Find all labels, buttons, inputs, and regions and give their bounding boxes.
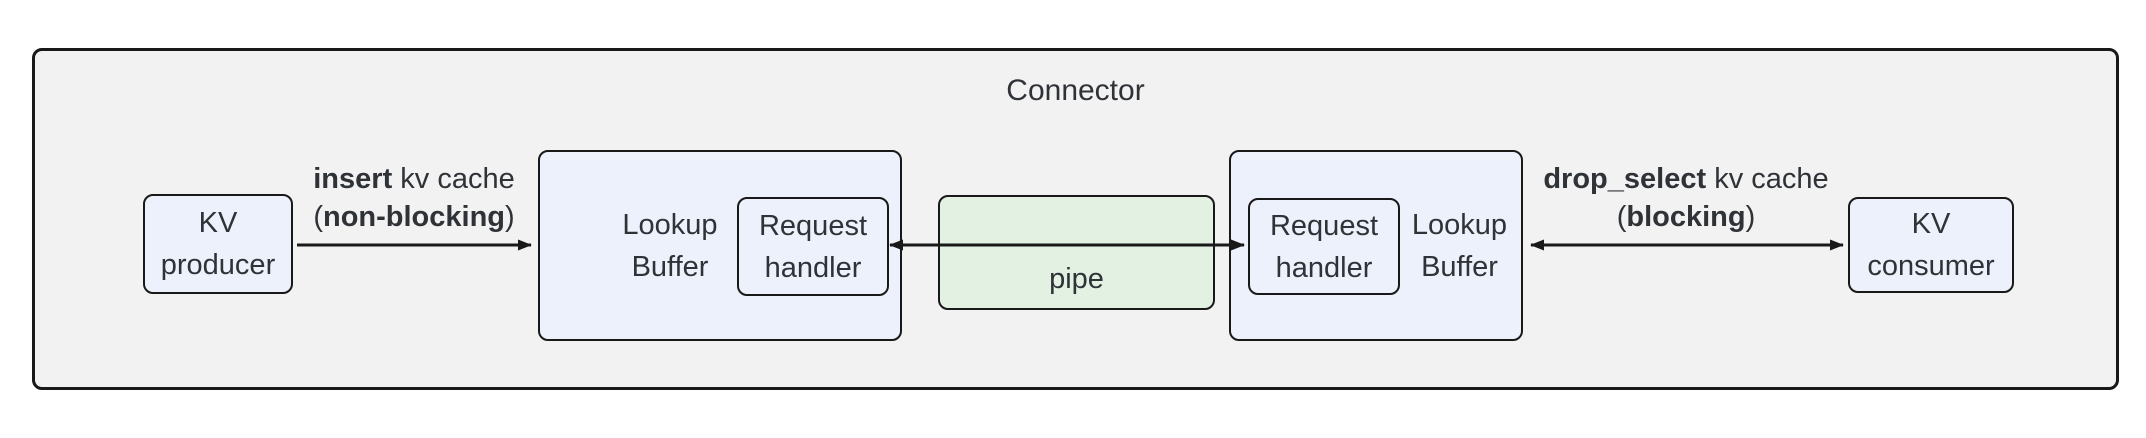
insert-keyword: insert	[313, 163, 393, 195]
kv-consumer-label-line1: KV	[1911, 208, 1951, 240]
lookup-buffer-right-label-line1: Lookup	[1411, 208, 1508, 241]
blocking-keyword: blocking	[1626, 201, 1746, 233]
lookup-buffer-left-label: Lookup Buffer	[570, 152, 770, 339]
kv-producer-label-line2: producer	[160, 249, 276, 281]
insert-edge-label-line1: insert kv cache	[164, 160, 664, 198]
insert-paren-close: )	[505, 201, 515, 233]
connector-title: Connector	[1006, 74, 1145, 107]
request-handler-right-label-line2: handler	[1275, 251, 1373, 284]
insert-rest-text: kv cache	[392, 163, 515, 195]
lookup-buffer-left-label-line1: Lookup	[622, 208, 718, 241]
lookup-buffer-right-node: Request handler Lookup Buffer	[1229, 150, 1523, 341]
lookup-buffer-left-node: Lookup Buffer Request handler	[538, 150, 902, 341]
lookup-buffer-right-label: Lookup Buffer	[1397, 152, 1522, 339]
request-handler-left-label-line2: handler	[764, 251, 862, 284]
kv-producer-node: KV producer	[143, 194, 293, 294]
drop-select-paren-close: )	[1745, 201, 1756, 233]
request-handler-right-label-line1: Request	[1269, 209, 1378, 242]
insert-edge-label: insert kv cache (non-blocking)	[164, 160, 664, 236]
drop-select-edge-label: drop_select kv cache (blocking)	[1436, 160, 1936, 236]
pipe-node: pipe	[938, 195, 1215, 310]
drop-select-rest-text: kv cache	[1706, 163, 1829, 195]
drop-select-paren-open: (	[1616, 201, 1627, 233]
insert-paren-open: (	[313, 201, 323, 233]
request-handler-right-node: Request handler	[1248, 198, 1400, 295]
pipe-label: pipe	[1049, 263, 1104, 295]
drop-select-edge-label-line1: drop_select kv cache	[1436, 160, 1936, 198]
insert-edge-label-line2: (non-blocking)	[164, 198, 664, 236]
drop-select-keyword: drop_select	[1543, 163, 1707, 195]
drop-select-edge-label-line2: (blocking)	[1436, 198, 1936, 236]
request-handler-left-label-line1: Request	[758, 209, 867, 242]
kv-producer-label-line1: KV	[198, 207, 238, 239]
kv-consumer-label-line2: consumer	[1867, 250, 1995, 282]
non-blocking-keyword: non-blocking	[322, 201, 506, 233]
kv-consumer-node: KV consumer	[1848, 197, 2014, 293]
request-handler-left-node: Request handler	[737, 197, 889, 296]
lookup-buffer-right-label-line2: Buffer	[1421, 250, 1498, 283]
lookup-buffer-left-label-line2: Buffer	[631, 250, 709, 283]
